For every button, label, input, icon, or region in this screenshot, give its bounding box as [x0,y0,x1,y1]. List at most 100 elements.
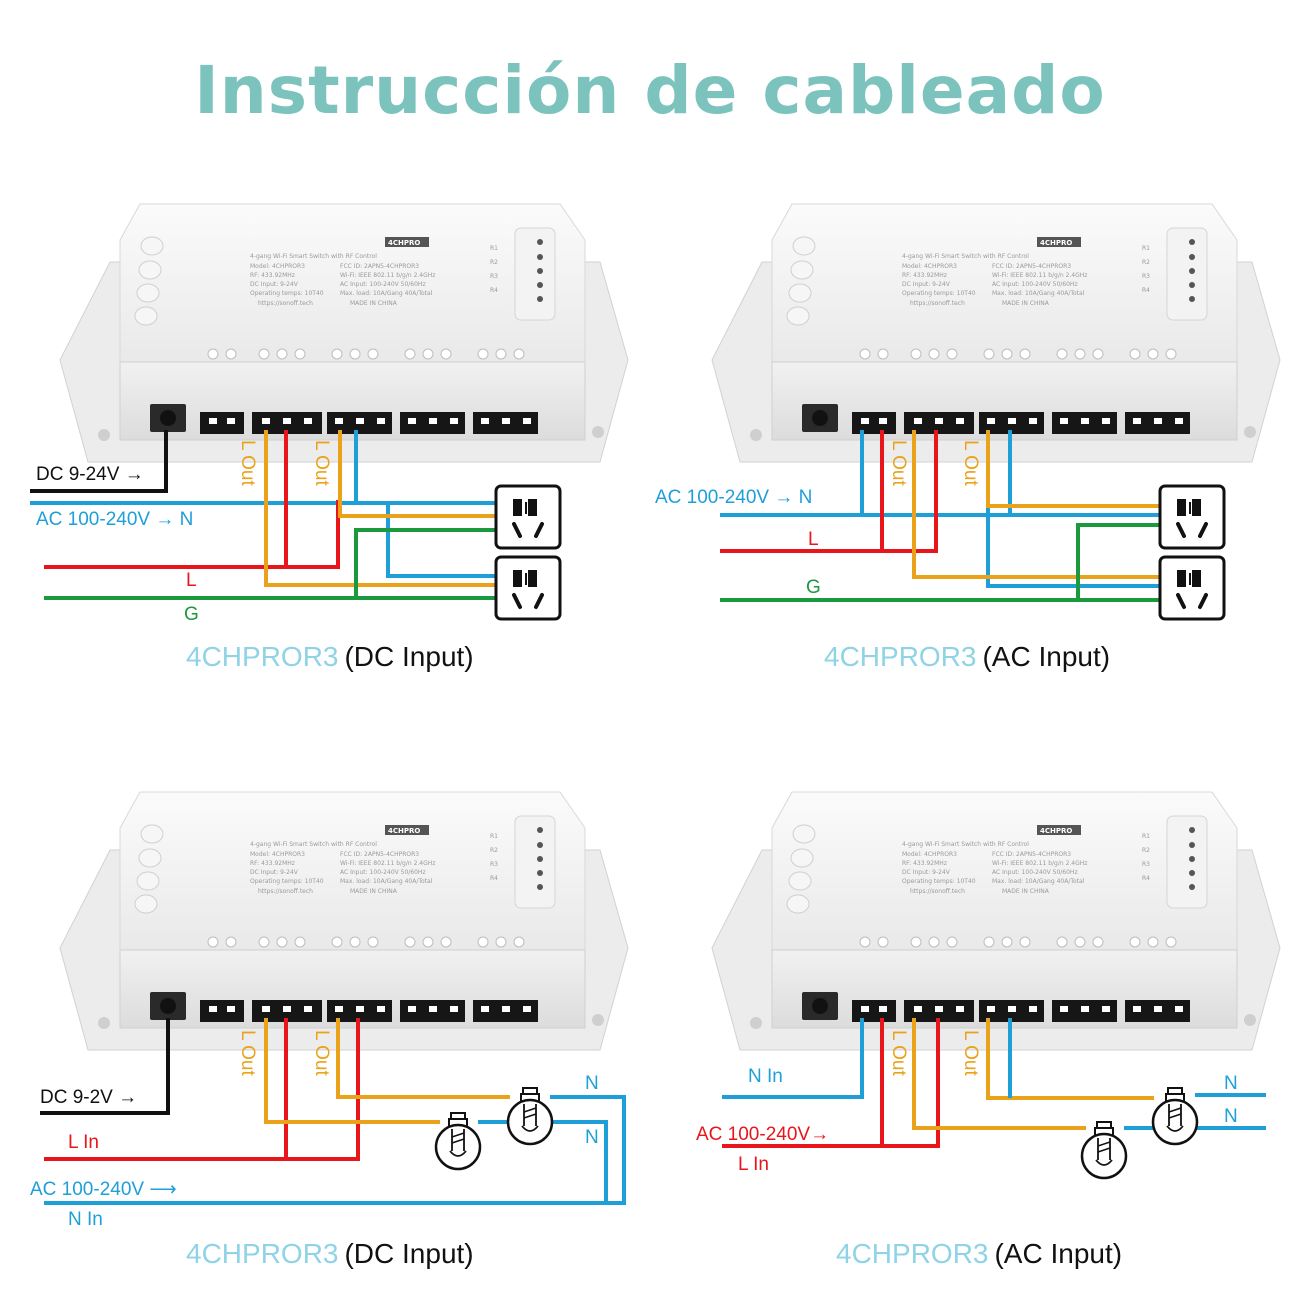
device-origin: MADE IN CHINA [1002,300,1050,307]
neutral-wire [44,1095,626,1205]
lout-label: L Out [888,1030,909,1076]
device-url: https://sonoff.tech [258,300,313,307]
model-caption: 4CHPROR3(DC Input) [186,641,474,672]
model-caption: 4CHPROR3(AC Input) [824,641,1110,672]
relay-label: R4 [1142,875,1150,882]
relay-label: R2 [1142,847,1150,854]
live-wire [44,1018,360,1161]
device-spec-text: Max. load: 10A/Gang 40A/Total [340,878,433,885]
relay-label: R1 [490,833,498,840]
device-spec-text: Max. load: 10A/Gang 40A/Total [340,290,433,297]
socket-icon [1158,555,1226,621]
relay-label: R3 [1142,273,1150,280]
device-url: https://sonoff.tech [258,888,313,895]
lout-label: L Out [311,440,332,486]
input-mode: (DC Input) [344,1238,473,1269]
device-spec-text: FCC ID: 2APN5-4CHPROR3 [340,851,419,858]
device-spec-text: AC Input: 100-240V 50/60Hz [992,281,1078,288]
model-badge-text: 4CHPRO [388,827,420,835]
device-spec-text: Operating temps: 10T40 [250,290,324,297]
bulb-icon [1080,1120,1128,1180]
device-spec-text: Wi-Fi: IEEE 802.11 b/g/n 2.4GHz [340,272,435,279]
live-wire [720,430,938,553]
input-mode: (AC Input) [982,641,1110,672]
ground-label: G [806,577,821,598]
device-spec-text: DC Input: 9-24V [250,281,299,288]
model-name: 4CHPROR3 [836,1238,988,1269]
ac-label: AC 100-240V ⟶ [30,1179,177,1200]
device-body [711,203,1281,463]
ground-wire [1076,523,1160,600]
device-spec-text: DC Input: 9-24V [902,869,951,876]
neutral-wire [386,503,495,578]
dc-wire [30,430,168,493]
device-heading: 4-gang Wi-Fi Smart Switch with RF Contro… [902,253,1029,260]
neutral-label: N [1224,1073,1238,1094]
device-spec-text: Operating temps: 10T40 [902,878,976,885]
relay-label: R1 [490,245,498,252]
lout-label: L Out [960,440,981,486]
device-body [711,791,1281,1051]
device-spec-text: AC Input: 100-240V 50/60Hz [992,869,1078,876]
model-badge [1037,237,1081,247]
device-body [59,791,629,1051]
live-in-label: L In [68,1132,99,1153]
bulb-icon [1151,1086,1199,1146]
relay-label: R1 [1142,833,1150,840]
bulb-icon [434,1111,482,1171]
socket-icon [494,484,562,550]
device-url: https://sonoff.tech [910,888,965,895]
device-url: https://sonoff.tech [910,300,965,307]
relay-label: R3 [1142,861,1150,868]
neutral-wire [722,1018,864,1099]
dc-label: DC 9-2V → [40,1087,137,1108]
device-spec-text: DC Input: 9-24V [902,281,951,288]
device-spec-text: AC Input: 100-240V 50/60Hz [340,869,426,876]
load-wire [986,430,1160,508]
device-spec-text: FCC ID: 2APN5-4CHPROR3 [992,851,1071,858]
lout-label: L Out [237,1030,258,1076]
device-spec-text: Operating temps: 10T40 [902,290,976,297]
device-spec-text: FCC ID: 2APN5-4CHPROR3 [340,263,419,270]
neutral-in-label: N In [68,1209,103,1230]
dc-label: DC 9-24V → [36,464,144,485]
live-label: L [808,529,819,550]
device-heading: 4-gang Wi-Fi Smart Switch with RF Contro… [250,841,377,848]
lout-label: L Out [960,1030,981,1076]
device-spec-text: Model: 4CHPROR3 [250,851,305,858]
load-wire [336,1018,510,1099]
relay-label: R3 [490,861,498,868]
device-spec-text: RF: 433.92MHz [902,272,947,279]
live-wire [286,500,340,569]
relay-label: R2 [490,259,498,266]
socket-icon [494,555,562,621]
device-spec-text: RF: 433.92MHz [250,860,295,867]
device-spec-text: Operating temps: 10T40 [250,878,324,885]
device-spec-text: Wi-Fi: IEEE 802.11 b/g/n 2.4GHz [992,272,1087,279]
live-wire [722,1018,940,1148]
ac-label: AC 100-240V→ [696,1124,829,1145]
device-spec-text: Model: 4CHPROR3 [250,263,305,270]
lout-label: L Out [888,440,909,486]
device-spec-text: Max. load: 10A/Gang 40A/Total [992,290,1085,297]
device-spec-text: Wi-Fi: IEEE 802.11 b/g/n 2.4GHz [992,860,1087,867]
model-name: 4CHPROR3 [824,641,976,672]
device-heading: 4-gang Wi-Fi Smart Switch with RF Contro… [250,253,377,260]
ground-label: G [184,604,199,625]
relay-label: R1 [1142,245,1150,252]
neutral-label: N [585,1073,599,1094]
dc-wire [40,1018,170,1115]
device-origin: MADE IN CHINA [1002,888,1050,895]
device-spec-text: Max. load: 10A/Gang 40A/Total [992,878,1085,885]
bulb-icon [506,1086,554,1146]
input-mode: (DC Input) [344,641,473,672]
ac-label: AC 100-240V → N [655,487,812,508]
device-origin: MADE IN CHINA [350,300,398,307]
model-caption: 4CHPROR3(DC Input) [186,1238,474,1269]
relay-label: R2 [1142,259,1150,266]
lout-label: L Out [237,440,258,486]
device-spec-text: Model: 4CHPROR3 [902,851,957,858]
